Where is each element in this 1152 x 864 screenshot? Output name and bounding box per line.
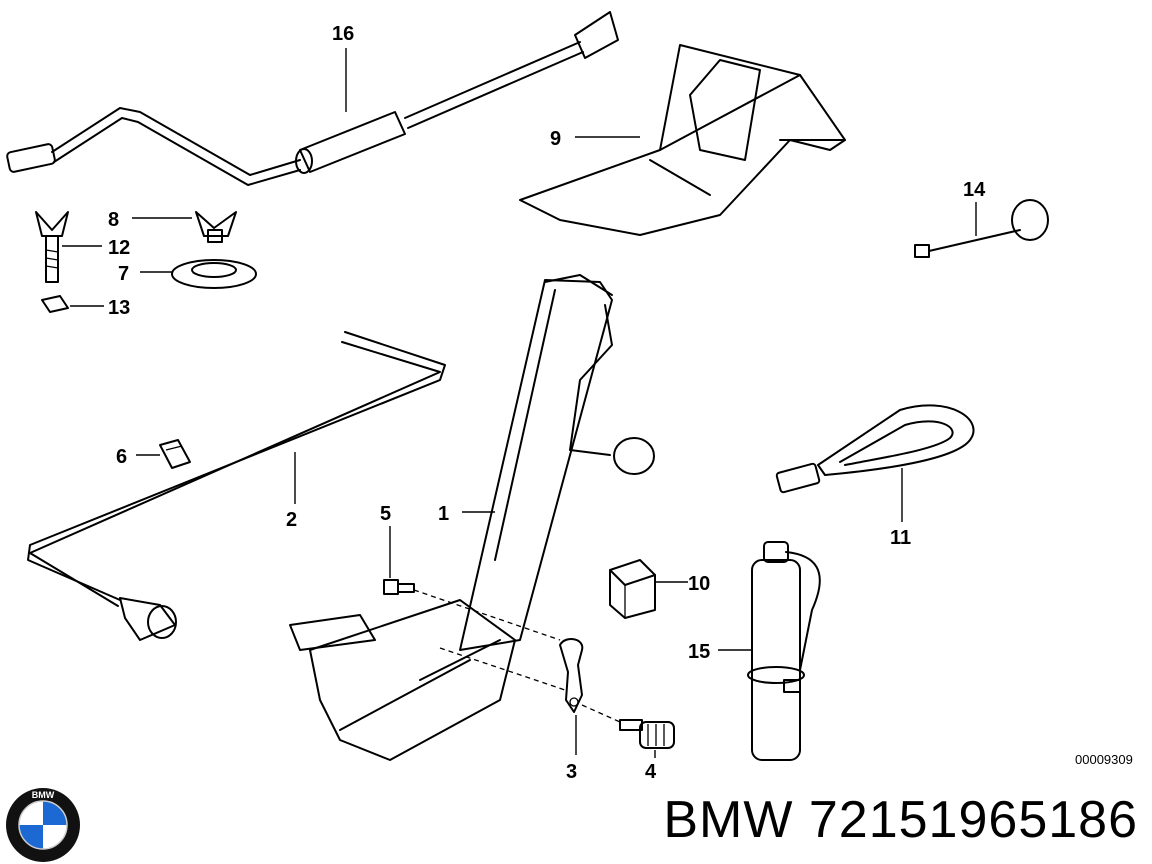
callout-6: 6 [116,446,127,468]
callout-8: 8 [108,209,119,231]
reference-code: 00009309 [1075,752,1133,767]
logo-lettering: BMW [32,790,55,800]
part-3-bracket [559,638,584,713]
callout-15: 15 [688,641,710,663]
part-4-knurled-screw [619,719,675,749]
part-6-clip [159,439,191,469]
callout-1: 1 [438,503,449,525]
callout-4: 4 [645,761,657,783]
callout-2: 2 [286,509,297,531]
callout-13: 13 [108,297,130,319]
brand-name: BMW [663,791,794,849]
callout-3: 3 [566,761,577,783]
callout-5: 5 [380,503,391,525]
bmw-logo-icon: BMW [6,788,80,862]
part-10-rubber-pad [609,559,656,619]
part-8-wing-nut [195,211,237,243]
part-14-hook [914,199,1049,258]
part-number-title: BMW 72151965186 [663,790,1138,850]
callout-16: 16 [332,23,354,45]
part-number: 72151965186 [808,791,1138,849]
part-9-holder [519,44,846,236]
callout-12: 12 [108,237,130,259]
callout-14: 14 [963,179,986,201]
part-7-grommet [171,259,257,289]
part-11-tow-eye [775,404,975,494]
callout-10: 10 [688,573,710,595]
callout-11: 11 [890,527,911,549]
part-2-crank-handle [27,331,446,641]
part-1-jack [289,274,655,761]
part-16-wheel-brace [6,11,619,186]
callout-7: 7 [118,263,129,285]
part-5-screw [383,579,415,595]
callout-9: 9 [550,128,561,150]
part-13-clip-nut [41,295,69,313]
part-12-wing-bolt [35,211,69,283]
part-15-gas-bottle [747,541,821,761]
